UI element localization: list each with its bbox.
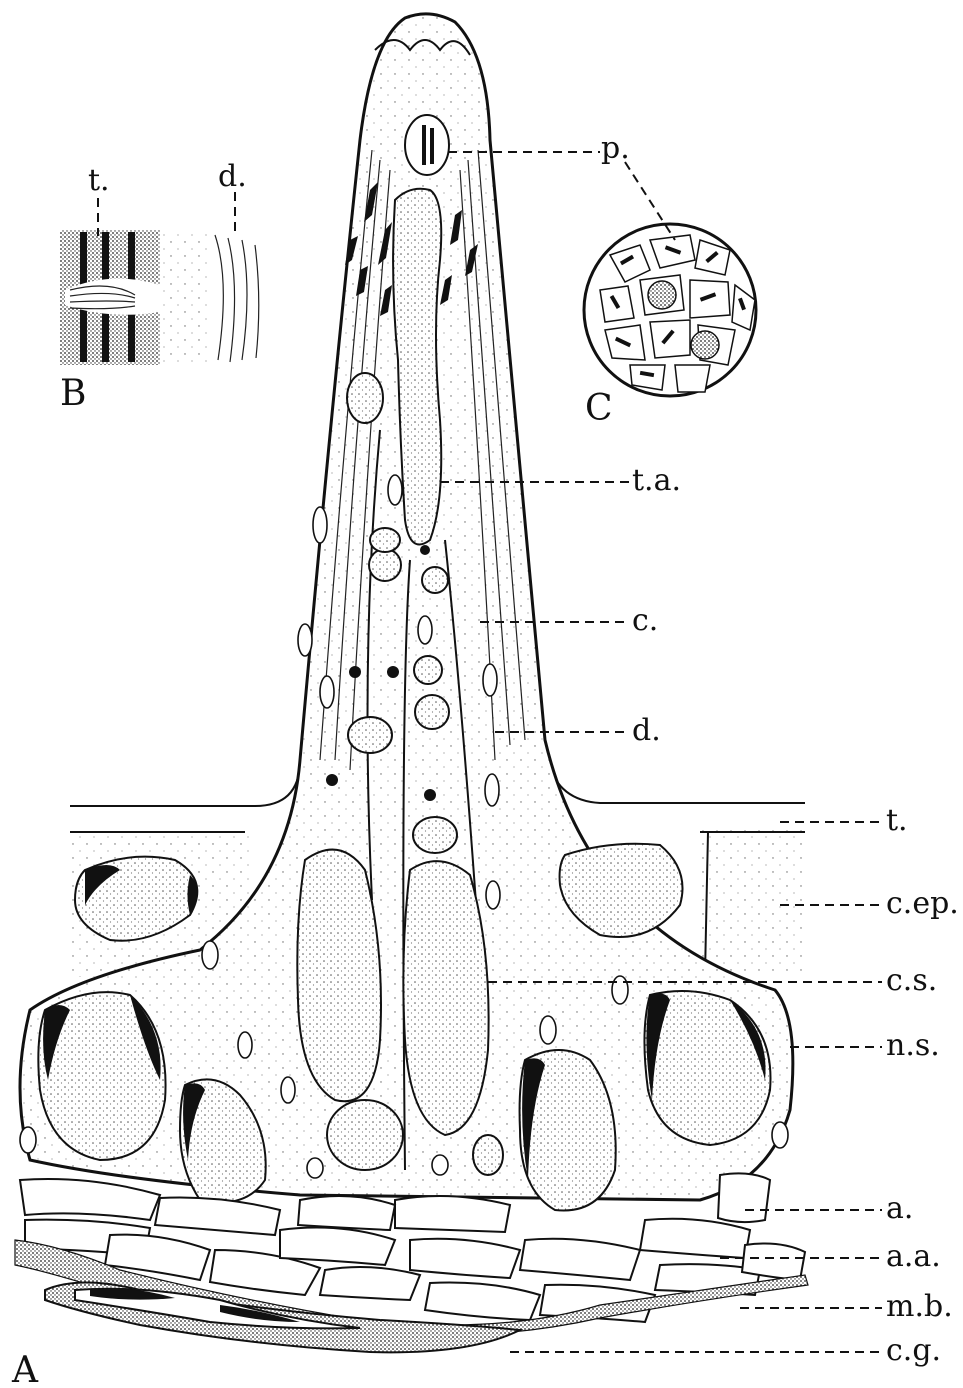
panel-b-inset: [60, 192, 259, 365]
panel-label-c: C: [585, 388, 613, 429]
label-t: t.: [886, 803, 908, 838]
panel-c-inset: [584, 162, 756, 396]
inset-b-label-t: t.: [88, 163, 110, 198]
label-aa: a.a.: [886, 1239, 941, 1274]
panel-label-a: A: [11, 1350, 39, 1388]
panel-label-b: B: [60, 373, 86, 414]
label-cs: c.s.: [886, 963, 937, 998]
label-cep: c.ep.: [886, 886, 959, 921]
label-c: c.: [632, 603, 658, 638]
inset-b-label-d: d.: [218, 159, 247, 194]
label-d: d.: [632, 713, 661, 748]
panel-a-drawing: [15, 14, 808, 1352]
label-p: p.: [601, 131, 630, 166]
label-mb: m.b.: [886, 1289, 953, 1324]
label-ns: n.s.: [886, 1028, 940, 1063]
label-ta: t.a.: [632, 463, 681, 498]
label-cg: c.g.: [886, 1333, 941, 1368]
label-a: a.: [886, 1191, 913, 1226]
